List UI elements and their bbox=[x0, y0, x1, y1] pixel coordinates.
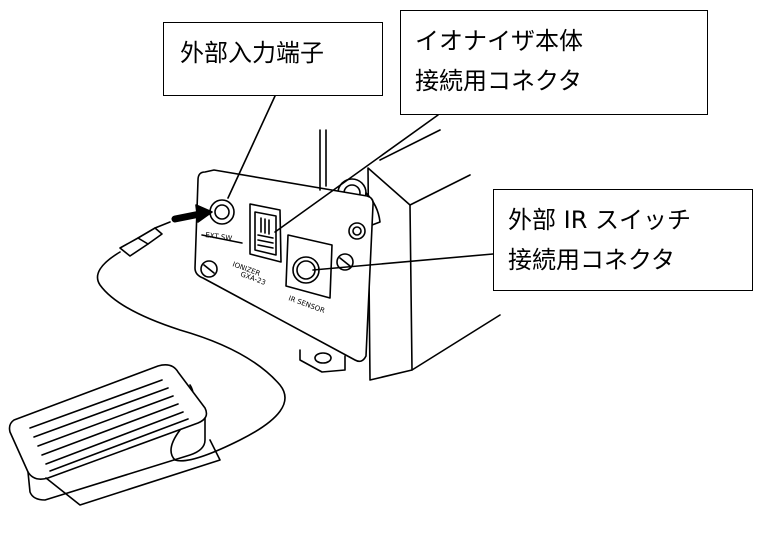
ionizer-connector-line1: イオナイザ本体 bbox=[415, 27, 583, 55]
ir-switch-callout: 外部 IR スイッチ 接続用コネクタ bbox=[493, 189, 753, 291]
external-input-callout: 外部入力端子 bbox=[163, 22, 383, 96]
external-input-text: 外部入力端子 bbox=[180, 39, 324, 67]
ionizer-connector-line2: 接続用コネクタ bbox=[415, 67, 583, 95]
ext-sw-label: EXT SW bbox=[205, 231, 233, 243]
ionizer-connector-callout: イオナイザ本体 接続用コネクタ bbox=[400, 10, 708, 115]
ir-switch-line1: 外部 IR スイッチ bbox=[508, 206, 692, 234]
ir-switch-line2: 接続用コネクタ bbox=[508, 246, 676, 274]
